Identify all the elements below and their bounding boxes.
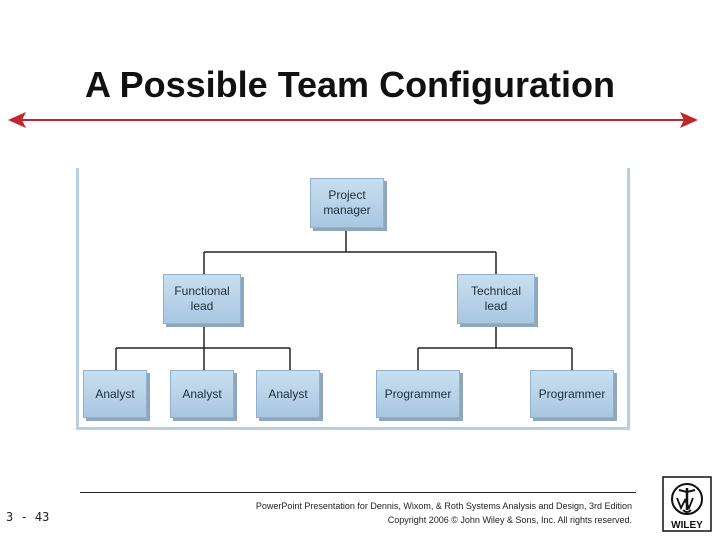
slide-number: 3 - 43 [6,510,50,524]
node-programmer-2: Programmer [530,370,614,418]
node-label: Technical lead [470,284,522,313]
wiley-wordmark: WILEY [671,520,703,531]
footer-copyright-line: Copyright 2006 © John Wiley & Sons, Inc.… [387,515,632,525]
footer-divider [80,492,636,493]
node-functional-lead: Functional lead [163,274,241,324]
node-label: Analyst [268,386,308,401]
node-analyst-3: Analyst [256,370,320,418]
wiley-logo: WILEY [662,476,712,532]
node-label: Functional lead [174,284,230,313]
node-label: Programmer [538,386,606,401]
node-analyst-2: Analyst [170,370,234,418]
node-analyst-1: Analyst [83,370,147,418]
node-label: Programmer [384,386,452,401]
footer-credit-line: PowerPoint Presentation for Dennis, Wixo… [255,501,632,511]
node-label: Analyst [182,386,222,401]
node-label: Project manager [323,188,371,217]
node-technical-lead: Technical lead [457,274,535,324]
title-underline-arrow [8,112,698,128]
slide-title: A Possible Team Configuration [84,64,616,105]
node-project-manager: Project manager [310,178,384,228]
node-label: Analyst [95,386,135,401]
node-programmer-1: Programmer [376,370,460,418]
